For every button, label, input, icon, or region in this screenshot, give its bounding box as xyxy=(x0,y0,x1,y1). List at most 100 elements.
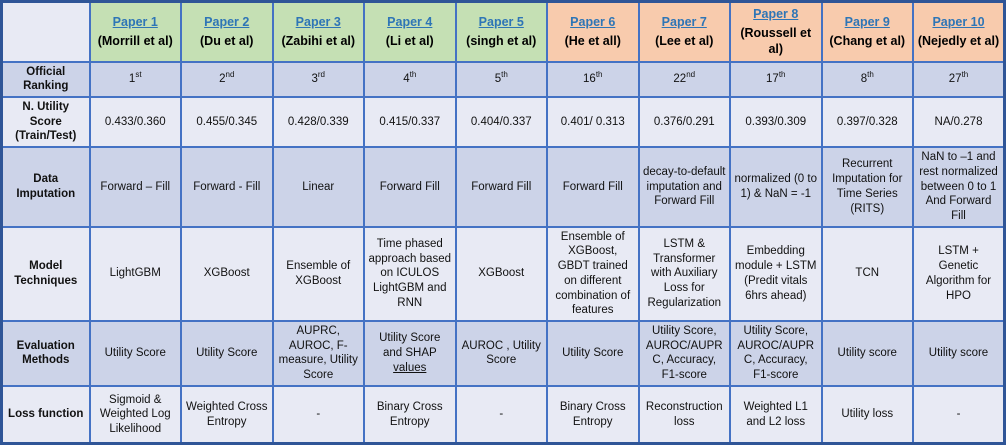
paper-2-header: Paper 2 (Du et al) xyxy=(180,0,274,63)
model-paper-7: LSTM & Transformer with Auxiliary Loss f… xyxy=(637,225,731,323)
header-row: Paper 1 (Morrill et al) Paper 2 (Du et a… xyxy=(0,0,1006,63)
row-data-imputation: Data Imputation Forward – Fill Forward -… xyxy=(0,146,1006,228)
paper-5-authors: (singh et al) xyxy=(466,34,537,49)
row-label-loss-function: Loss function xyxy=(0,384,91,445)
model-paper-5: XGBoost xyxy=(454,225,548,323)
imputation-paper-10: NaN to –1 and rest normalized between 0 … xyxy=(912,146,1006,228)
utility-paper-9: 0.397/0.328 xyxy=(820,95,914,149)
model-paper-3: Ensemble of XGBoost xyxy=(271,225,365,323)
paper-7-link[interactable]: Paper 7 xyxy=(661,15,707,30)
model-paper-9: TCN xyxy=(820,225,914,323)
utility-paper-1: 0.433/0.360 xyxy=(88,95,182,149)
utility-paper-7: 0.376/0.291 xyxy=(637,95,731,149)
paper-10-link[interactable]: Paper 10 xyxy=(932,15,985,30)
paper-10-header: Paper 10 (Nejedly et al) xyxy=(912,0,1006,63)
utility-paper-3: 0.428/0.339 xyxy=(271,95,365,149)
paper-4-header: Paper 4 (Li et al) xyxy=(363,0,457,63)
row-label-model-techniques: Model Techniques xyxy=(0,225,91,323)
evaluation-paper-7: Utility Score, AUROC/AUPRC, Accuracy, F1… xyxy=(637,320,731,387)
ranking-paper-3: 3rd xyxy=(271,60,365,98)
utility-paper-2: 0.455/0.345 xyxy=(180,95,274,149)
row-model-techniques: Model Techniques LightGBM XGBoost Ensemb… xyxy=(0,225,1006,323)
evaluation-paper-1: Utility Score xyxy=(88,320,182,387)
row-utility-score: N. Utility Score (Train/Test) 0.433/0.36… xyxy=(0,95,1006,149)
imputation-paper-6: Forward Fill xyxy=(546,146,640,228)
loss-paper-8: Weighted L1 and L2 loss xyxy=(729,384,823,445)
utility-paper-5: 0.404/0.337 xyxy=(454,95,548,149)
evaluation-paper-6: Utility Score xyxy=(546,320,640,387)
paper-4-link[interactable]: Paper 4 xyxy=(387,15,433,30)
model-paper-6: Ensemble of XGBoost, GBDT trained on dif… xyxy=(546,225,640,323)
paper-1-header: Paper 1 (Morrill et al) xyxy=(88,0,182,63)
loss-paper-7: Reconstruction loss xyxy=(637,384,731,445)
evaluation-paper-8: Utility Score, AUROC/AUPRC, Accuracy, F1… xyxy=(729,320,823,387)
imputation-paper-1: Forward – Fill xyxy=(88,146,182,228)
model-paper-8: Embedding module + LSTM (Predit vitals 6… xyxy=(729,225,823,323)
row-official-ranking: Official Ranking 1st 2nd 3rd 4th 5th 16t… xyxy=(0,60,1006,98)
ranking-paper-1: 1st xyxy=(88,60,182,98)
loss-paper-5: - xyxy=(454,384,548,445)
utility-paper-10: NA/0.278 xyxy=(912,95,1006,149)
paper-8-link[interactable]: Paper 8 xyxy=(753,7,799,22)
ranking-paper-5: 5th xyxy=(454,60,548,98)
evaluation-paper-2: Utility Score xyxy=(180,320,274,387)
utility-paper-8: 0.393/0.309 xyxy=(729,95,823,149)
paper-6-link[interactable]: Paper 6 xyxy=(570,15,616,30)
evaluation-paper-3: AUPRC, AUROC, F-measure, Utility Score xyxy=(271,320,365,387)
evaluation-paper-4: Utility Score and SHAP values xyxy=(363,320,457,387)
paper-2-link[interactable]: Paper 2 xyxy=(204,15,250,30)
evaluation-paper-9: Utility score xyxy=(820,320,914,387)
paper-8-authors: (Roussell et al) xyxy=(740,26,812,57)
row-loss-function: Loss function Sigmoid & Weighted Log Lik… xyxy=(0,384,1006,445)
ranking-paper-7: 22nd xyxy=(637,60,731,98)
paper-8-header: Paper 8 (Roussell et al) xyxy=(729,0,823,63)
paper-5-link[interactable]: Paper 5 xyxy=(478,15,524,30)
imputation-paper-7: decay-to-default imputation and Forward … xyxy=(637,146,731,228)
imputation-paper-3: Linear xyxy=(271,146,365,228)
evaluation-paper-10: Utility score xyxy=(912,320,1006,387)
utility-paper-6: 0.401/ 0.313 xyxy=(546,95,640,149)
imputation-paper-2: Forward - Fill xyxy=(180,146,274,228)
ranking-paper-4: 4th xyxy=(363,60,457,98)
paper-10-authors: (Nejedly et al) xyxy=(917,34,1000,49)
model-paper-2: XGBoost xyxy=(180,225,274,323)
paper-1-link[interactable]: Paper 1 xyxy=(112,15,158,30)
paper-9-link[interactable]: Paper 9 xyxy=(844,15,890,30)
loss-paper-3: - xyxy=(271,384,365,445)
paper-3-authors: (Zabihi et al) xyxy=(281,34,356,49)
row-label-official-ranking: Official Ranking xyxy=(0,60,91,98)
paper-4-authors: (Li et al) xyxy=(385,34,434,49)
paper-6-authors: (He et all) xyxy=(564,34,621,49)
loss-paper-10: - xyxy=(912,384,1006,445)
ranking-paper-2: 2nd xyxy=(180,60,274,98)
loss-paper-2: Weighted Cross Entropy xyxy=(180,384,274,445)
imputation-paper-5: Forward Fill xyxy=(454,146,548,228)
model-paper-10: LSTM + Genetic Algorithm for HPO xyxy=(912,225,1006,323)
loss-paper-1: Sigmoid & Weighted Log Likelihood xyxy=(88,384,182,445)
ranking-paper-10: 27th xyxy=(912,60,1006,98)
loss-paper-9: Utility loss xyxy=(820,384,914,445)
row-label-utility-score: N. Utility Score (Train/Test) xyxy=(0,95,91,149)
evaluation-paper-5: AUROC , Utility Score xyxy=(454,320,548,387)
utility-paper-4: 0.415/0.337 xyxy=(363,95,457,149)
paper-9-header: Paper 9 (Chang et al) xyxy=(820,0,914,63)
corner-cell xyxy=(0,0,91,63)
ranking-paper-8: 17th xyxy=(729,60,823,98)
model-paper-4: Time phased approach based on ICULOS Lig… xyxy=(363,225,457,323)
paper-5-header: Paper 5 (singh et al) xyxy=(454,0,548,63)
loss-paper-6: Binary Cross Entropy xyxy=(546,384,640,445)
paper-3-link[interactable]: Paper 3 xyxy=(295,15,341,30)
paper-7-header: Paper 7 (Lee et al) xyxy=(637,0,731,63)
paper-7-authors: (Lee et al) xyxy=(655,34,714,49)
paper-6-header: Paper 6 (He et all) xyxy=(546,0,640,63)
row-label-evaluation-methods: Evaluation Methods xyxy=(0,320,91,387)
imputation-paper-4: Forward Fill xyxy=(363,146,457,228)
model-paper-1: LightGBM xyxy=(88,225,182,323)
ranking-paper-6: 16th xyxy=(546,60,640,98)
imputation-paper-8: normalized (0 to 1) & NaN = -1 xyxy=(729,146,823,228)
row-evaluation-methods: Evaluation Methods Utility Score Utility… xyxy=(0,320,1006,387)
ranking-paper-9: 8th xyxy=(820,60,914,98)
paper-1-authors: (Morrill et al) xyxy=(97,34,173,49)
